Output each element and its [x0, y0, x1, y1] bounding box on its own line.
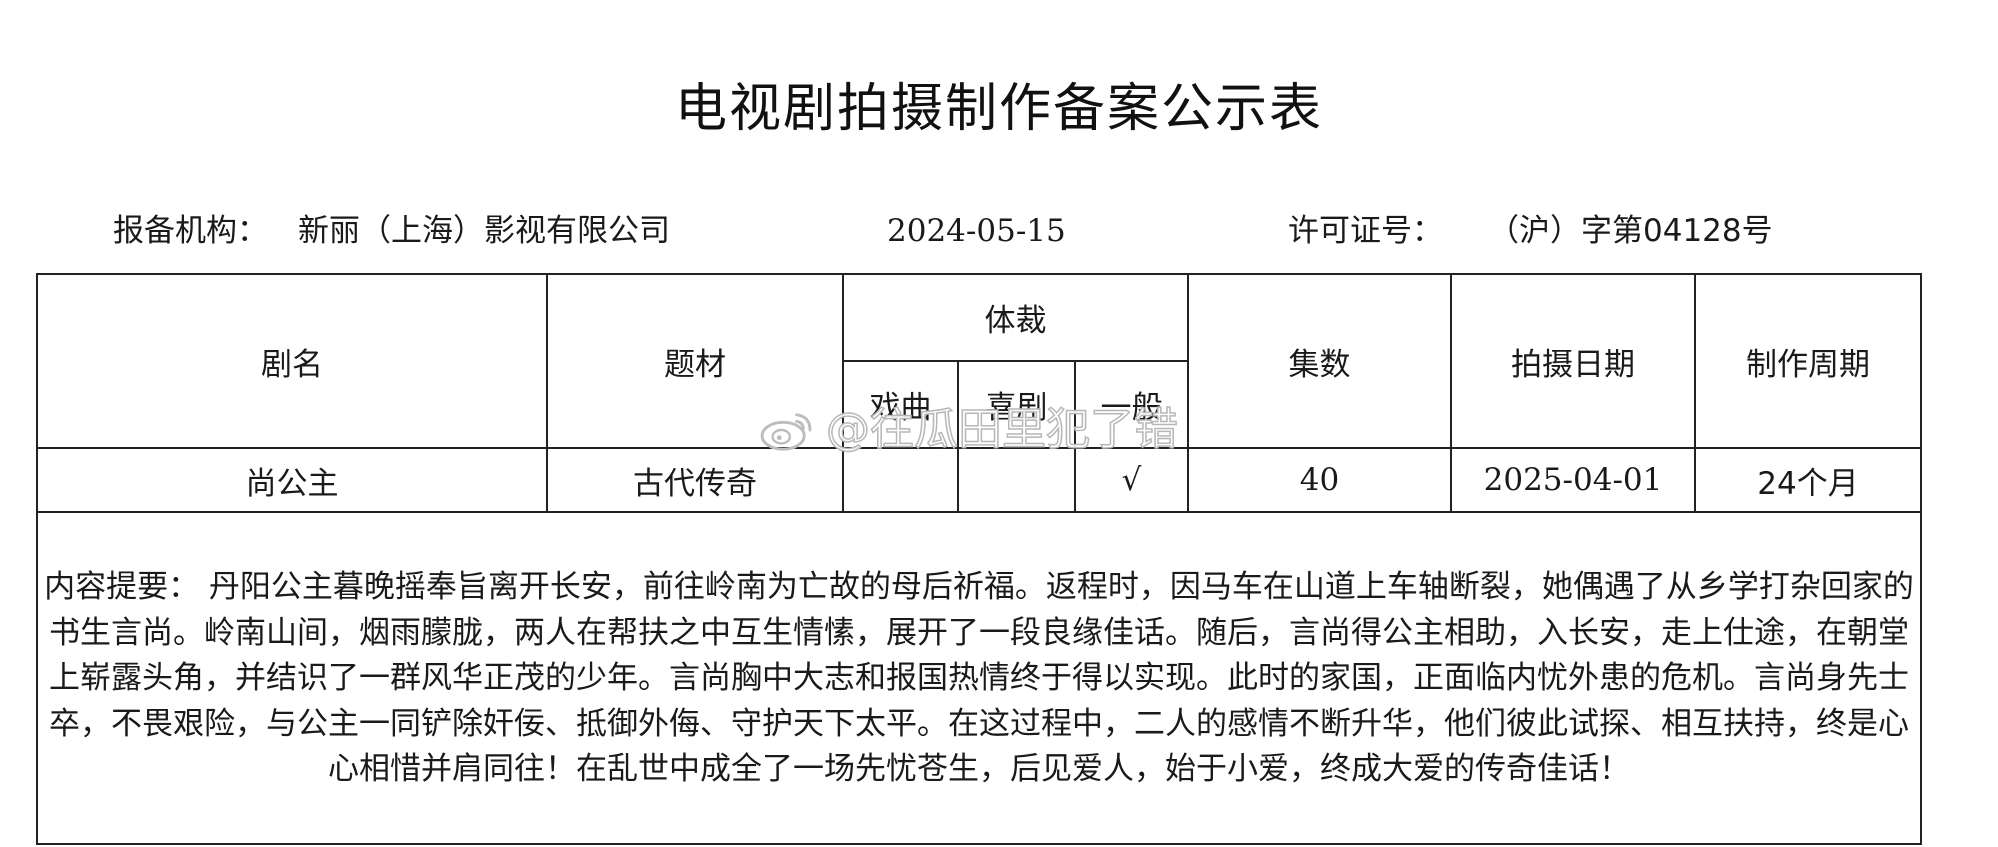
header-shoot-date: 拍摄日期 [1450, 273, 1697, 449]
cell-genre-comedy [957, 447, 1076, 513]
org-label: 报备机构： [113, 213, 268, 249]
header-genre-comedy: 喜剧 [957, 360, 1076, 449]
cell-cycle: 24个月 [1694, 447, 1923, 513]
filing-date: 2024-05-15 [887, 213, 1066, 249]
cell-name: 尚公主 [36, 447, 548, 513]
cell-genre-general: √ [1073, 447, 1190, 513]
header-genre-opera: 戏曲 [842, 360, 959, 449]
document-title: 电视剧拍摄制作备案公示表 [674, 79, 1323, 139]
header-row: 剧名 题材 体裁 集数 拍摄日期 制作周期 [36, 273, 1923, 449]
header-genre-general: 一般 [1073, 360, 1190, 449]
cell-episodes: 40 [1187, 447, 1453, 513]
table-row: 尚公主 古代传奇 √ 40 2025-04-01 24个月 [36, 447, 1923, 513]
summary-text: 内容提要： 丹阳公主暮晚摇奉旨离开长安，前往岭南为亡故的母后祈福。返程时，因马车… [44, 569, 1914, 788]
header-subject: 题材 [546, 273, 844, 449]
org-value: 新丽（上海）影视有限公司 [298, 213, 670, 249]
watermark-text: @往瓜田里犯了错 [825, 403, 1179, 456]
header-episodes: 集数 [1187, 273, 1453, 449]
cell-subject: 古代传奇 [546, 447, 844, 513]
header-subrow: 戏曲 喜剧 一般 [37, 360, 1921, 449]
cell-shoot-date: 2025-04-01 [1450, 447, 1697, 513]
summary-cell: 内容提要： 丹阳公主暮晚摇奉旨离开长安，前往岭南为亡故的母后祈福。返程时，因马车… [35, 511, 1923, 845]
header-cycle: 制作周期 [1694, 273, 1923, 449]
weibo-icon [760, 413, 812, 451]
record-table: 剧名 题材 体裁 集数 拍摄日期 制作周期 戏曲 喜剧 一般 尚公主 古代传奇 … [35, 273, 1923, 845]
cell-genre-opera [842, 447, 959, 513]
header-genre: 体裁 [841, 273, 1190, 362]
watermark: @往瓜田里犯了错 [758, 402, 1179, 458]
permit-value: （沪）字第04128号 [1488, 213, 1773, 249]
summary-row: 内容提要： 丹阳公主暮晚摇奉旨离开长安，前往岭南为亡故的母后祈福。返程时，因马车… [35, 511, 1923, 845]
permit-label: 许可证号： [1288, 213, 1443, 249]
header-name: 剧名 [36, 273, 548, 449]
